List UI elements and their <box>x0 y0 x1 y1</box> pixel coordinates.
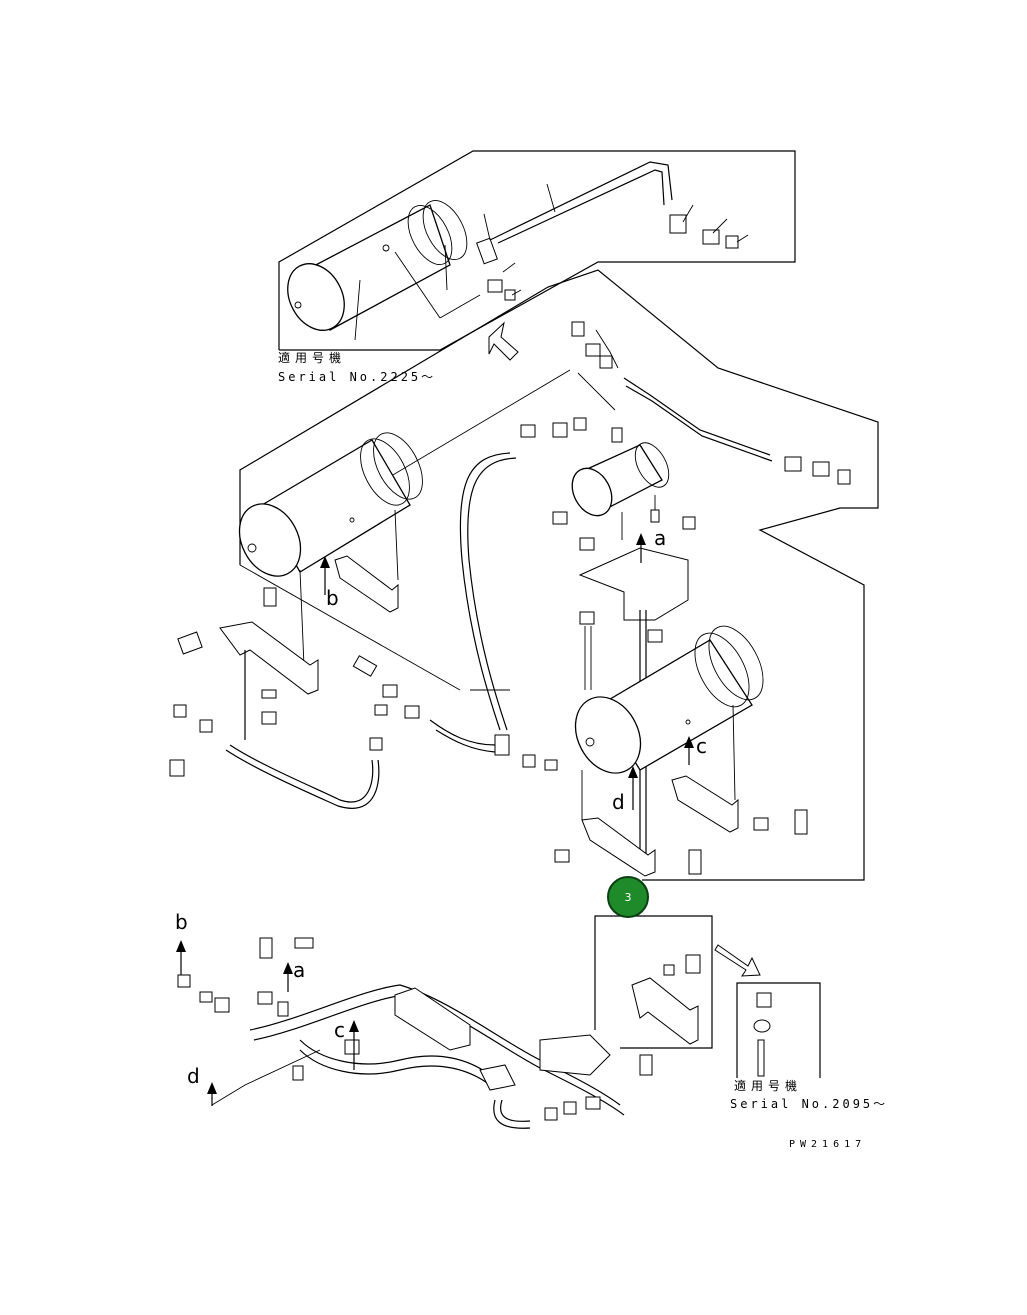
left-air-tank <box>238 432 423 691</box>
inset-top <box>278 150 796 361</box>
drawing-code: PW21617 <box>789 1139 867 1150</box>
label-a-lower: a <box>293 958 306 982</box>
label-c-upper: c <box>696 734 707 758</box>
serial-bottom-number: Serial No.2095〜 <box>730 1097 889 1111</box>
callout-label: 3 <box>624 890 632 904</box>
inset-bottom-right <box>594 915 821 1078</box>
callout-marker[interactable]: 3 <box>607 876 649 918</box>
lower-right-air-tank <box>574 625 764 877</box>
lower-assembly <box>177 937 653 1129</box>
left-bracket <box>169 587 380 809</box>
label-b-upper: b <box>326 586 339 610</box>
arrow-diagonal-icon <box>714 944 761 977</box>
label-b-lower: b <box>175 910 188 934</box>
label-d-lower: d <box>187 1064 200 1088</box>
label-c-lower: c <box>334 1018 345 1042</box>
label-a-upper: a <box>654 526 667 550</box>
label-d-upper: d <box>612 790 625 814</box>
upper-small-tank <box>571 442 689 870</box>
serial-top-number: Serial No.2225〜 <box>278 370 437 384</box>
serial-bottom-jp: 適用号機 <box>734 1079 803 1093</box>
arrow-up-icon <box>176 533 694 1106</box>
middle-fittings <box>352 417 808 875</box>
serial-top-jp: 適用号機 <box>278 351 347 365</box>
